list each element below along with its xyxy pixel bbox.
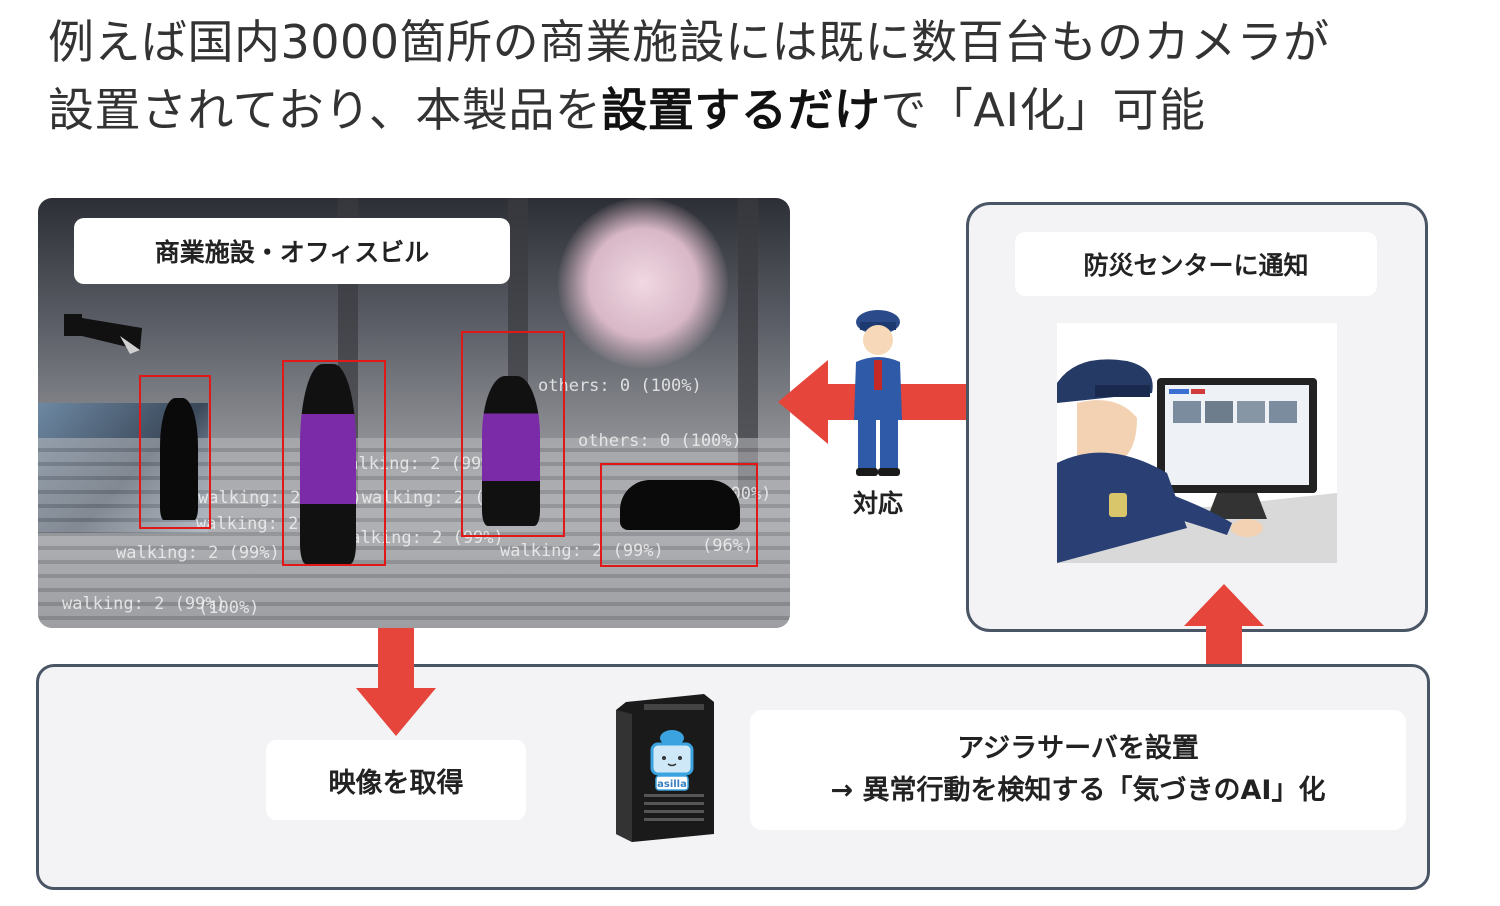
headline-line-1: 例えば国内3000箇所の商業施設には既に数百台ものカメラが <box>48 15 1330 69</box>
security-guard-icon <box>854 310 902 476</box>
response-label: 対応 <box>852 489 903 518</box>
detection-box <box>282 360 386 566</box>
pillar <box>738 198 758 498</box>
security-camera-icon <box>64 314 142 354</box>
headline-line-2: 設置されており、本製品を設置するだけで「AI化」可能 <box>48 76 1468 144</box>
overlay-text: others: 0 (100%) <box>578 431 742 451</box>
acquire-footage-label: 映像を取得 <box>266 740 526 820</box>
person-silhouette <box>300 364 356 564</box>
headline: 例えば国内3000箇所の商業施設には既に数百台ものカメラが 設置されており、本製… <box>48 8 1468 144</box>
overlay-text: walking: 2 (99%) <box>338 454 502 474</box>
cherry-tree <box>558 198 728 368</box>
server-description: アジラサーバを設置 → 異常行動を検知する「気づきのAI」化 <box>750 710 1406 830</box>
down-arrow-icon <box>356 628 436 736</box>
headline-line-2-suffix: で「AI化」可能 <box>880 83 1206 137</box>
notify-center-label: 防災センターに通知 <box>1015 232 1377 296</box>
headline-line-2-bold: 設置するだけ <box>601 83 881 137</box>
overlay-text: (96%) <box>702 536 754 556</box>
person-silhouette <box>160 398 198 520</box>
up-arrow-icon <box>1184 584 1264 664</box>
server-brand-label: asilla <box>657 779 687 790</box>
operator-illustration-icon <box>1057 323 1337 563</box>
overlay-text: (100%) <box>198 598 260 618</box>
facility-label: 商業施設・オフィスビル <box>74 218 510 284</box>
overlay-text: walking: 2 (99%)walking: 2 (99%) <box>198 488 526 508</box>
operator-monitor-image <box>1057 323 1337 563</box>
detection-box <box>139 375 211 529</box>
overlay-text: walking: 2 (99%) <box>116 543 280 563</box>
detection-box <box>461 331 565 537</box>
person-silhouette <box>482 376 540 526</box>
server-description-line-1: アジラサーバを設置 <box>957 733 1199 764</box>
server-tower-icon <box>616 694 714 842</box>
person-silhouette <box>620 480 740 530</box>
headline-line-2-prefix: 設置されており、本製品を <box>48 83 602 137</box>
detection-box <box>600 463 758 567</box>
overlay-text: walking: 2 (99%) <box>500 541 664 561</box>
server-description-line-2: → 異常行動を検知する「気づきのAI」化 <box>830 775 1326 806</box>
overlay-text: walking: 2 (99%) <box>62 594 226 614</box>
overlay-text: others: 0 (100%) <box>538 376 702 396</box>
